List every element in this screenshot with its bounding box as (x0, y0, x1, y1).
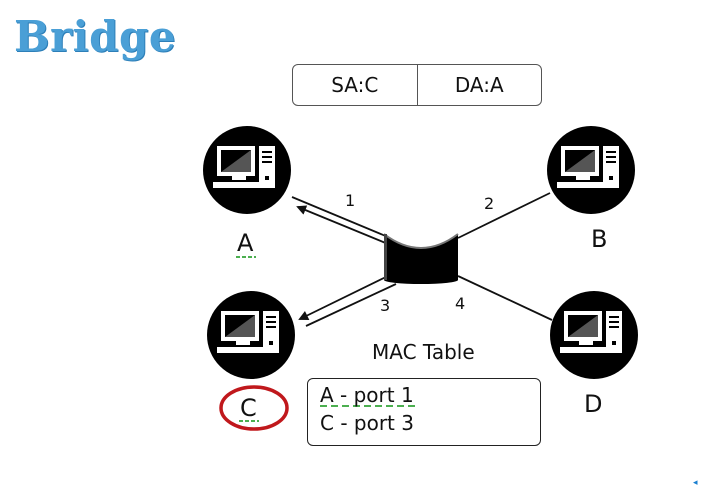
computer-icon-a (203, 126, 291, 214)
corner-arrow-icon: ◂ (693, 478, 698, 488)
mac-table-title: MAC Table (372, 340, 475, 364)
host-label-c: C (240, 394, 257, 422)
bridge-device (383, 233, 459, 284)
page-title: Bridge (14, 12, 177, 61)
frame-destination-address: DA:A (416, 65, 542, 105)
computer-icon-b (547, 126, 635, 214)
port-label-3: 3 (380, 296, 390, 315)
frame-source-address: SA:C (331, 73, 379, 97)
flood-arrow-port-1 (296, 205, 389, 245)
link-port-1 (291, 196, 389, 238)
computer-icon-d (550, 291, 638, 379)
mac-table-row: C - port 3 (320, 411, 414, 435)
mac-table: A - port 1 C - port 3 (307, 378, 541, 446)
link-port-3 (305, 283, 397, 327)
ethernet-frame: SA:C DA:A (292, 64, 542, 106)
link-port-4 (457, 275, 553, 321)
port-label-2: 2 (484, 194, 494, 213)
host-label-a: A (237, 229, 254, 257)
host-label-d: D (584, 390, 602, 418)
computer-icon-c (207, 291, 295, 379)
port-label-1: 1 (345, 191, 355, 210)
port-label-4: 4 (455, 294, 465, 313)
host-label-b: B (591, 225, 607, 253)
link-port-2 (457, 192, 551, 239)
flood-arrow-port-3 (298, 275, 389, 320)
host-c-highlight-circle (219, 385, 289, 431)
mac-table-row: A - port 1 (320, 383, 414, 407)
